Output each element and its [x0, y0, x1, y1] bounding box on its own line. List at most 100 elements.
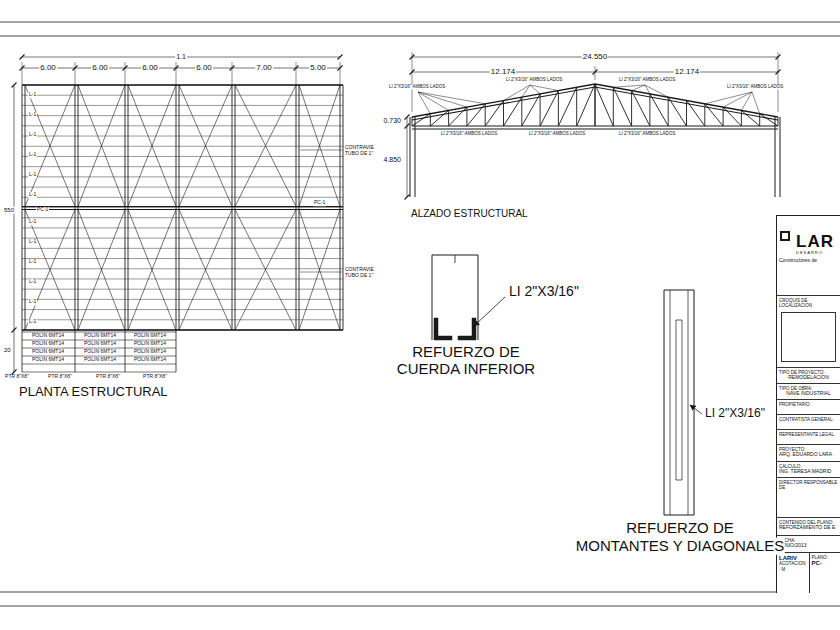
center-mark	[455, 255, 456, 263]
info-cell: DIRECTOR RESPONSABLE DE	[777, 478, 840, 518]
field-value: DESARRO	[779, 251, 838, 256]
truss-line	[179, 85, 180, 330]
view-title: PLANTA ESTRUCTURAL	[18, 385, 169, 399]
truss-diagonal	[687, 101, 705, 127]
purlin-line	[22, 364, 176, 365]
x-bracing	[128, 85, 176, 207]
dimension-tick	[405, 115, 410, 120]
leader-line	[690, 405, 702, 414]
truss-line	[125, 85, 126, 330]
info-cell: REPRESENTANTE LEGAL:	[777, 430, 840, 445]
truss-vertical	[704, 104, 705, 126]
field-value: JUNIO/2013	[779, 543, 838, 549]
truss-vertical	[412, 117, 413, 126]
truss-diagonal	[760, 114, 778, 126]
truss-vertical	[686, 101, 687, 127]
angle-section	[434, 318, 452, 340]
purlin-line	[22, 238, 343, 239]
member-label: LI 2"X3/16" AMBOS LADOS	[440, 132, 498, 137]
truss-line	[235, 85, 236, 330]
x-bracing	[25, 85, 75, 207]
leader-line	[530, 85, 558, 91]
truss-line	[296, 85, 297, 330]
dimension-label: 6.00	[141, 64, 159, 73]
dimension-label: 7.00	[255, 64, 273, 73]
dimension-tick	[20, 66, 25, 71]
member-label: L-1	[28, 92, 37, 98]
truss-vertical	[576, 87, 577, 126]
field-label: LAR	[779, 232, 838, 252]
x-bracing	[235, 85, 296, 207]
purlin-line	[22, 207, 343, 208]
info-cell: TIPO DE PROYECTO:REMODELACION	[777, 368, 840, 384]
dimension-tick	[294, 66, 299, 71]
truss-vertical	[631, 91, 632, 126]
truss-vertical	[485, 104, 486, 126]
purlin-line	[22, 85, 343, 86]
member-label: LI 2"X3/16" AMBOS LADOS	[528, 132, 586, 137]
x-bracing	[78, 85, 125, 207]
truss-vertical	[668, 97, 669, 126]
chord-section	[432, 255, 478, 340]
truss-diagonal	[449, 107, 467, 126]
dimension-label: 1.1	[175, 53, 187, 61]
purlin-line	[22, 115, 343, 116]
truss-line	[78, 85, 79, 330]
leader-line	[752, 92, 760, 114]
field-value: ING. TERESA MADRID	[779, 469, 838, 475]
dimension-tick	[12, 328, 17, 333]
dimension-label: 6.00	[195, 64, 213, 73]
truss-diagonal	[723, 107, 741, 126]
title-block: LARDESARROConstructores deCROQUIS DE LOC…	[776, 215, 840, 593]
member-label: LI 2"X3/16" AMBOS LADOS	[726, 85, 784, 90]
truss-vertical	[448, 110, 449, 126]
x-bracing	[25, 85, 75, 207]
truss-vertical	[540, 94, 541, 126]
x-bracing	[179, 210, 232, 331]
plan-edge	[22, 84, 343, 85]
member-label: POLIN 6MT14	[31, 341, 65, 347]
extension-line	[22, 62, 23, 85]
x-bracing	[299, 210, 340, 331]
dimension-label: 12.174	[490, 68, 516, 77]
field-label: CROQUIS DE LOCALIZACION	[779, 298, 838, 308]
truss-vertical	[723, 107, 724, 126]
dimension-tick	[174, 66, 179, 71]
member-label: L-1	[28, 239, 37, 245]
purlin-line	[22, 299, 343, 300]
logo-icon	[780, 231, 790, 241]
column-line	[75, 330, 76, 372]
purlin-line	[22, 197, 343, 198]
member-label: POLIN 6MT14	[133, 357, 167, 363]
field-label: PROPIETARIO:	[779, 402, 838, 407]
detail-title: MONTANTES Y DIAGONALES	[575, 538, 785, 555]
info-cell: CONTRATISTA GENERAL:	[777, 415, 840, 430]
leader-line	[504, 85, 531, 101]
x-bracing	[179, 210, 232, 331]
member-label: LI 2"X3/16"	[508, 284, 580, 299]
x-bracing	[128, 210, 176, 331]
sheet-border	[0, 606, 840, 607]
truss-vertical	[778, 117, 779, 126]
purlin-line	[22, 187, 343, 188]
purlin-line	[22, 136, 343, 137]
truss-vertical	[558, 91, 559, 126]
member-label: PC-1	[36, 207, 49, 213]
truss-vertical	[595, 84, 596, 126]
truss-line	[22, 206, 343, 207]
truss-diagonal	[504, 97, 522, 126]
x-bracing	[78, 210, 125, 331]
truss-diagonal	[650, 94, 668, 126]
truss-diagonal	[522, 94, 540, 126]
truss-line	[343, 85, 344, 330]
purlin-line	[22, 227, 343, 228]
dimension-line	[22, 68, 340, 69]
member-label: PC-1	[313, 200, 326, 206]
truss-diagonal	[741, 110, 759, 126]
note-label: CONTRAVIE TUBO DE 1"	[344, 267, 380, 278]
member-label: POLIN 6MT14	[133, 349, 167, 355]
view-title: ALZADO ESTRUCTURAL	[410, 208, 529, 219]
leader-line	[530, 85, 540, 94]
truss-line	[75, 85, 76, 330]
truss-vertical	[649, 94, 650, 126]
